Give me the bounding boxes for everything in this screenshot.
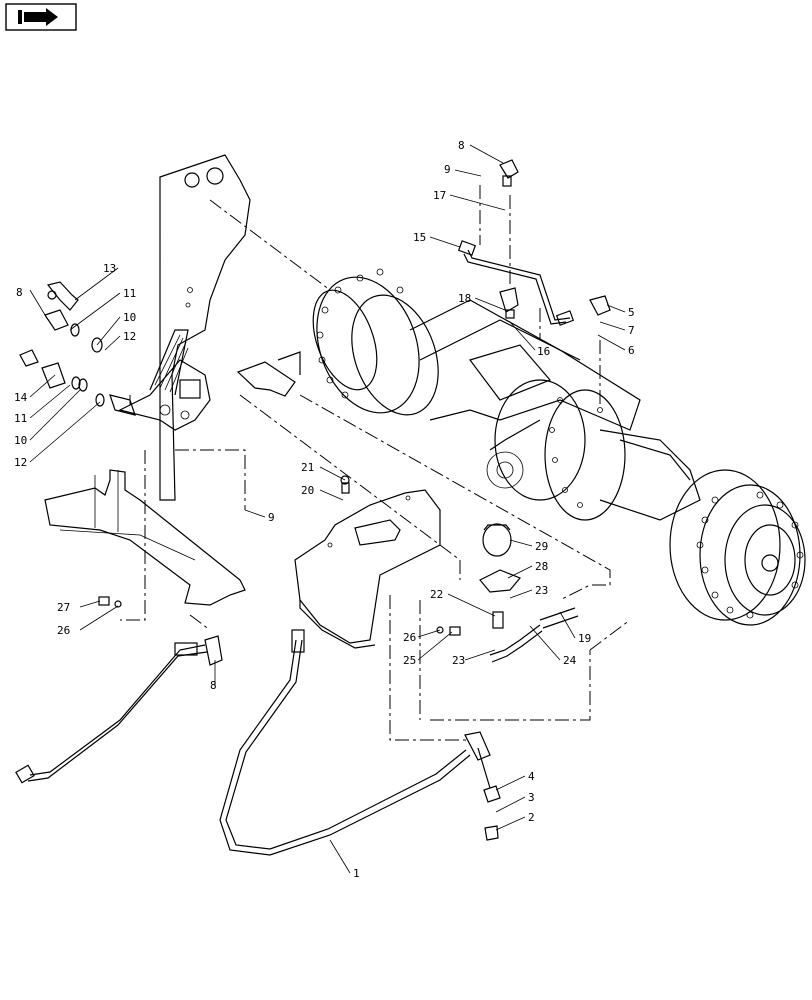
callout-22: 22 [430, 588, 443, 601]
callout-14: 14 [14, 391, 28, 404]
callout-26: 26 [403, 631, 416, 644]
callout-15: 15 [413, 231, 426, 244]
callout-9: 9 [444, 163, 451, 176]
hose-left [15, 635, 223, 784]
callout-labels: 8 9 17 15 18 16 5 7 6 13 8 11 10 12 14 1… [14, 139, 635, 880]
brake-line-tube [457, 240, 575, 326]
callout-4: 4 [528, 770, 535, 783]
nav-button[interactable] [5, 3, 77, 31]
callout-20: 20 [301, 484, 314, 497]
callout-24: 24 [563, 654, 577, 667]
callout-10: 10 [14, 434, 27, 447]
tab-bracket [236, 351, 301, 397]
callout-16: 16 [537, 345, 550, 358]
callout-7: 7 [628, 324, 635, 337]
axle-housing [312, 268, 806, 626]
callout-1: 1 [353, 867, 360, 880]
callout-17: 17 [433, 189, 446, 202]
callout-12: 12 [14, 456, 27, 469]
callout-12: 12 [123, 330, 136, 343]
fitting-left-13 [44, 281, 79, 331]
callout-8: 8 [210, 679, 217, 692]
callout-2: 2 [528, 811, 535, 824]
brake-valve [109, 329, 211, 431]
callout-23: 23 [535, 584, 548, 597]
forward-arrow-icon [18, 8, 58, 26]
callout-18: 18 [458, 292, 471, 305]
callout-28: 28 [535, 560, 548, 573]
reference-lines [120, 185, 631, 741]
fitting-5 [589, 295, 611, 316]
frame-rail [44, 469, 246, 606]
mounting-bracket [159, 154, 251, 501]
callout-5: 5 [628, 306, 635, 319]
callout-13: 13 [103, 262, 116, 275]
mounting-plate [294, 489, 441, 649]
fitting-16 [499, 287, 519, 319]
callout-21: 21 [301, 461, 314, 474]
callout-26: 26 [57, 624, 70, 637]
fitting-left-14 [19, 349, 66, 389]
callout-8: 8 [16, 286, 23, 299]
small-parts-left [70, 323, 105, 407]
callout-10: 10 [123, 311, 136, 324]
accumulator [479, 523, 579, 663]
callout-8: 8 [458, 139, 465, 152]
callout-9: 9 [268, 511, 275, 524]
fitting-8-top [499, 159, 519, 187]
callout-27: 27 [57, 601, 70, 614]
callout-29: 29 [535, 540, 548, 553]
callout-25: 25 [403, 654, 416, 667]
callout-23: 23 [452, 654, 465, 667]
callout-11: 11 [123, 287, 136, 300]
leader-lines [29, 144, 626, 874]
callout-3: 3 [528, 791, 535, 804]
callout-6: 6 [628, 344, 635, 357]
callout-19: 19 [578, 632, 591, 645]
callout-11: 11 [14, 412, 27, 425]
hose-main [219, 629, 491, 856]
